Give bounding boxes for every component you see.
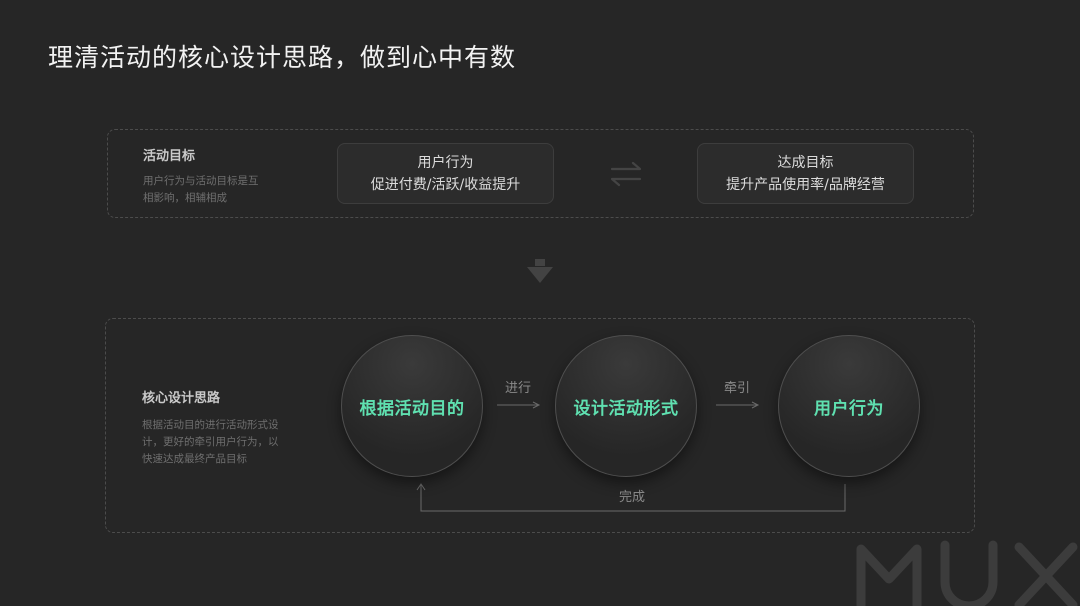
card-user-behavior: 用户行为 促进付费/活跃/收益提升 [337, 143, 554, 204]
feedback-arrowhead [416, 483, 426, 491]
edge-arrowhead-2 [751, 401, 760, 409]
card-target: 达成目标 提升产品使用率/品牌经营 [697, 143, 914, 204]
card-user-behavior-title: 用户行为 [417, 154, 474, 171]
page-title: 理清活动的核心设计思路，做到心中有数 [48, 43, 517, 72]
feedback-label: 完成 [619, 490, 646, 505]
card-user-behavior-detail: 促进付费/活跃/收益提升 [370, 176, 521, 193]
node-activity-purpose: 根据活动目的 [341, 335, 483, 477]
card-target-title: 达成目标 [777, 154, 834, 171]
node-activity-form: 设计活动形式 [555, 335, 697, 477]
core-description: 根据活动目的进行活动形式设 计，更好的牵引用户行为，以 快速达成最终产品目标 [142, 417, 279, 468]
feedback-loop-line [420, 484, 846, 512]
exchange-arrows-icon [610, 161, 642, 187]
goal-description-line: 用户行为与活动目标是互 [143, 175, 259, 187]
card-target-detail: 提升产品使用率/品牌经营 [726, 176, 885, 193]
core-description-line: 快速达成最终产品目标 [142, 453, 247, 465]
core-heading: 核心设计思路 [142, 391, 221, 406]
edge-label-guide: 牵引 [724, 381, 751, 396]
core-description-line: 根据活动目的进行活动形式设 [142, 419, 279, 431]
goal-description-line: 相影响，相辅相成 [143, 192, 227, 204]
core-panel: 核心设计思路 根据活动目的进行活动形式设 计，更好的牵引用户行为，以 快速达成最… [105, 318, 975, 533]
goal-description: 用户行为与活动目标是互 相影响，相辅相成 [143, 173, 259, 207]
edge-label-conduct: 进行 [505, 381, 532, 396]
goal-panel: 活动目标 用户行为与活动目标是互 相影响，相辅相成 用户行为 促进付费/活跃/收… [107, 129, 974, 218]
node-user-behavior: 用户行为 [778, 335, 920, 477]
core-description-line: 计，更好的牵引用户行为，以 [142, 436, 279, 448]
goal-heading: 活动目标 [143, 149, 196, 164]
mux-watermark-logo [856, 540, 1078, 606]
edge-arrowhead-1 [532, 401, 541, 409]
down-arrow-icon [527, 259, 553, 283]
